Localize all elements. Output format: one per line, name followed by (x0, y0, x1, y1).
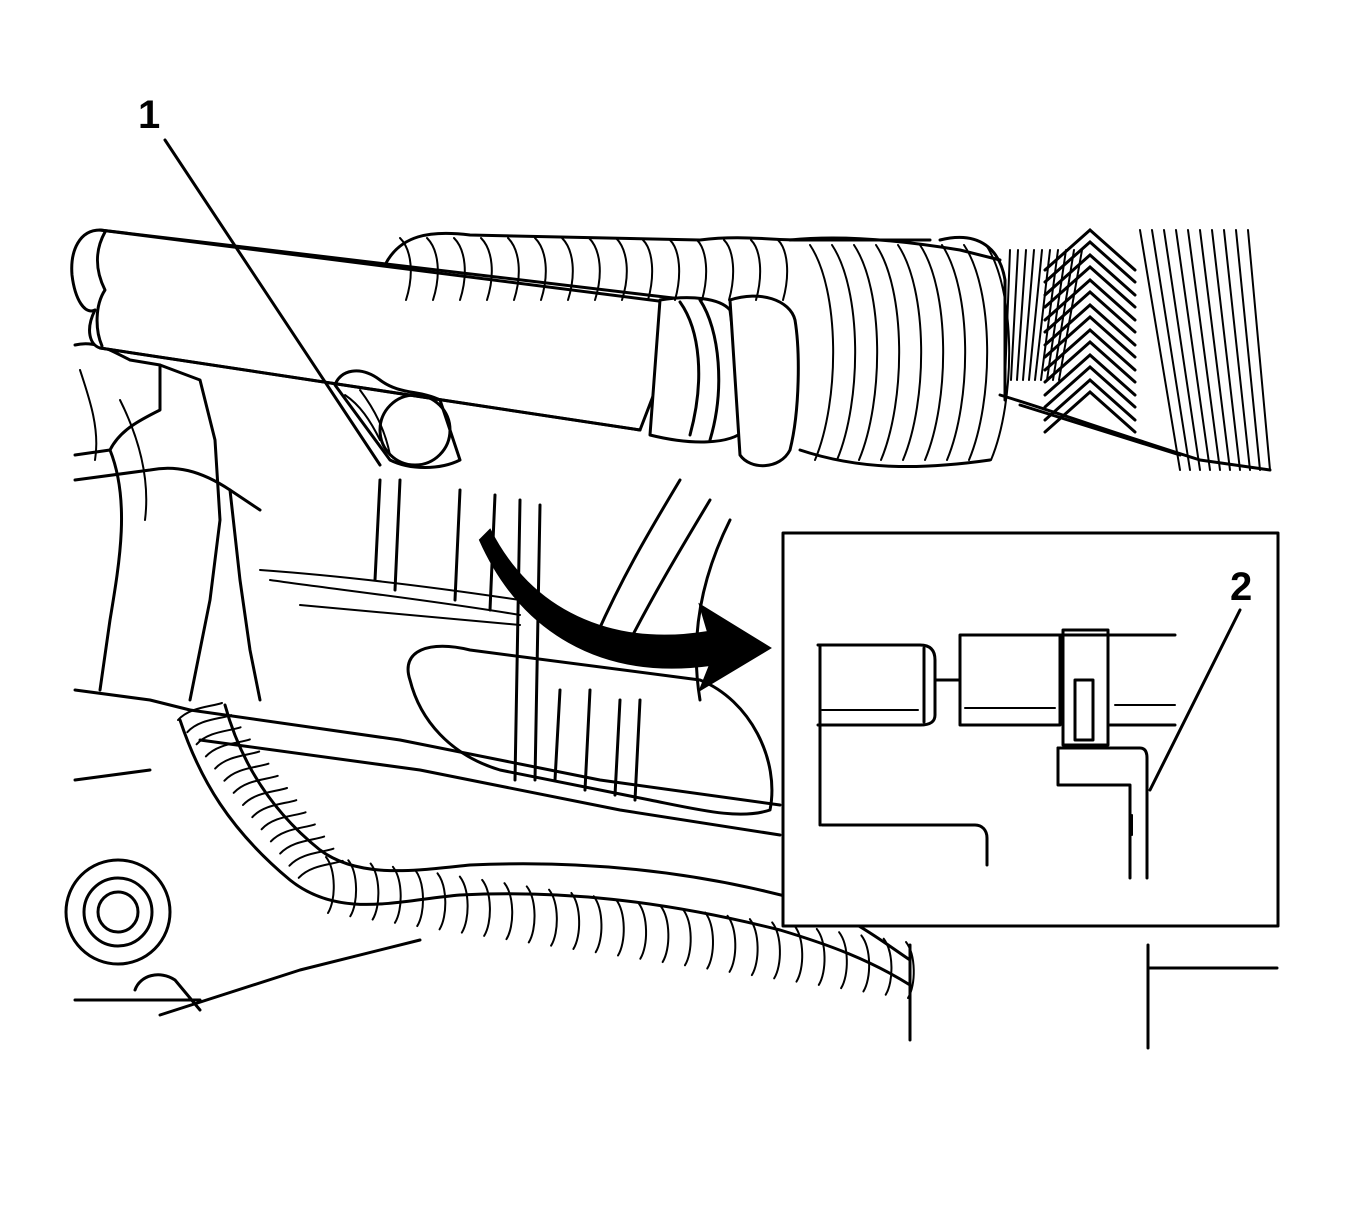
callout-1-leader (163, 138, 382, 467)
callout-2-label: 2 (1230, 565, 1252, 609)
fuel-pipe (70, 228, 692, 432)
bolt-icon (64, 858, 172, 966)
ribbed-boot (383, 231, 1272, 472)
guide-lines (908, 943, 1279, 1050)
wire-loom (177, 702, 915, 999)
inset-connector (958, 633, 1177, 727)
inset-pipe (816, 643, 962, 827)
mount-block (333, 369, 462, 469)
inset-retainer-clip (1056, 628, 1149, 880)
callout-2-leader (1148, 608, 1242, 792)
curved-arrow-icon (478, 528, 772, 693)
callout-1-label: 1 (138, 93, 160, 137)
pipe-connector (648, 294, 800, 468)
textured-panel (1004, 227, 1271, 471)
engine-background (64, 342, 782, 1017)
detail-inset (781, 531, 1280, 928)
